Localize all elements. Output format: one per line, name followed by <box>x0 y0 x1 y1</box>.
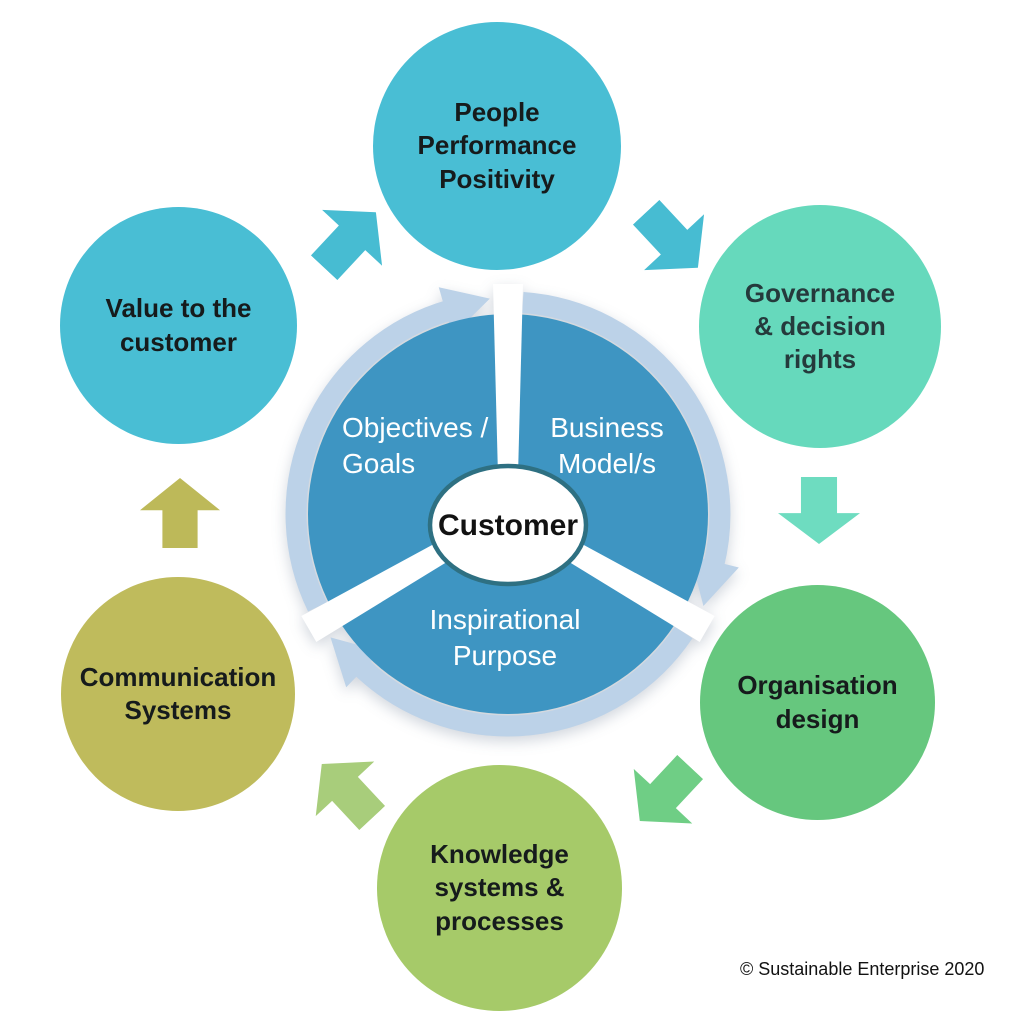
arrow-knowledge-to-communication-icon <box>293 737 402 846</box>
cycle-arrowhead-icon <box>690 555 739 607</box>
arrow-communication-to-value-icon <box>140 478 220 548</box>
cycle-svg <box>285 284 739 737</box>
cycle-ring-arc <box>285 300 453 612</box>
arrow-governance-to-organisation-icon <box>778 477 860 544</box>
pie-divider <box>493 284 523 514</box>
cycle-ring-arc <box>522 292 731 568</box>
copyright-text: © Sustainable Enterprise 2020 <box>740 959 985 979</box>
cycle-ring-arc <box>353 626 693 737</box>
customer-hub-label: Customer <box>437 509 579 542</box>
arrow-organisation-to-knowledge-icon <box>611 740 720 849</box>
customer-ellipse <box>427 463 589 587</box>
segment-label-objectives: Objectives /Goals <box>342 412 489 480</box>
